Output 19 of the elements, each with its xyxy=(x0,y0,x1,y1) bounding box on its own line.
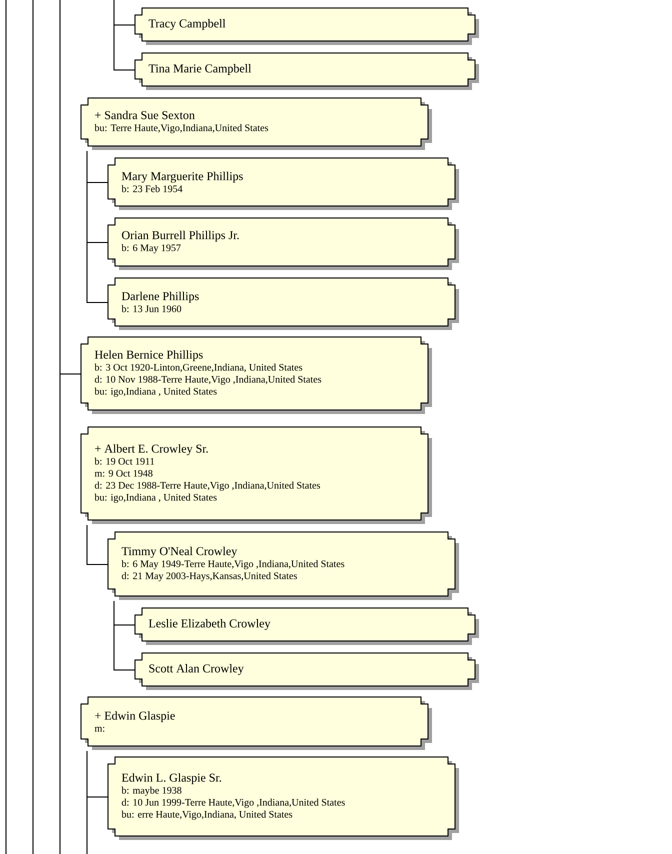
person-box: Timmy O'Neal Crowley b: 6 May 1949-Terre Haute,Vigo ,Indiana,United States d: 21 May 2003-Hays,Kansas,United States xyxy=(108,532,459,600)
person-box: + Sandra Sue Sexton bu: Terre Haute,Vigo,Indiana,United States xyxy=(80,98,432,150)
person-box: Edwin L. Glaspie Sr. b: maybe 1938 d: 10 Jun 1999-Terre Haute,Vigo ,Indiana,United States bu: erre Haute,Vigo,Indiana, United States xyxy=(108,756,459,840)
person-box: Tracy Campbell xyxy=(134,8,479,45)
person-box: Orian Burrell Phillips Jr. b: 6 May 1957 xyxy=(108,218,459,270)
tree-connector xyxy=(114,0,136,70)
person-box: Helen Bernice Phillips b: 3 Oct 1920-Linton,Greene,Indiana, United States d: 10 Nov 1988-Terre Haute,Vigo ,Indiana,United States bu: igo,Indiana , United States xyxy=(80,336,432,414)
person-box: + Albert E. Crowley Sr. b: 19 Oct 1911 m: 9 Oct 1948 d: 23 Dec 1988-Terre Haute,Vigo ,Indiana,United States bu: igo,Indiana , United States xyxy=(80,426,432,524)
person-box: Leslie Elizabeth Crowley xyxy=(134,608,479,645)
person-box: Darlene Phillips b: 13 Jun 1960 xyxy=(108,278,459,330)
tree-connector xyxy=(86,524,108,565)
person-box: Mary Marguerite Phillips b: 23 Feb 1954 xyxy=(108,158,459,210)
person-box: Tina Marie Campbell xyxy=(134,52,479,90)
tree-connector xyxy=(60,373,82,374)
person-box: Scott Alan Crowley xyxy=(134,652,479,690)
tree-connector xyxy=(86,750,108,798)
tree-connector xyxy=(86,150,108,303)
tree-connector xyxy=(114,600,136,670)
person-box: + Edwin Glaspie m: xyxy=(80,696,432,750)
